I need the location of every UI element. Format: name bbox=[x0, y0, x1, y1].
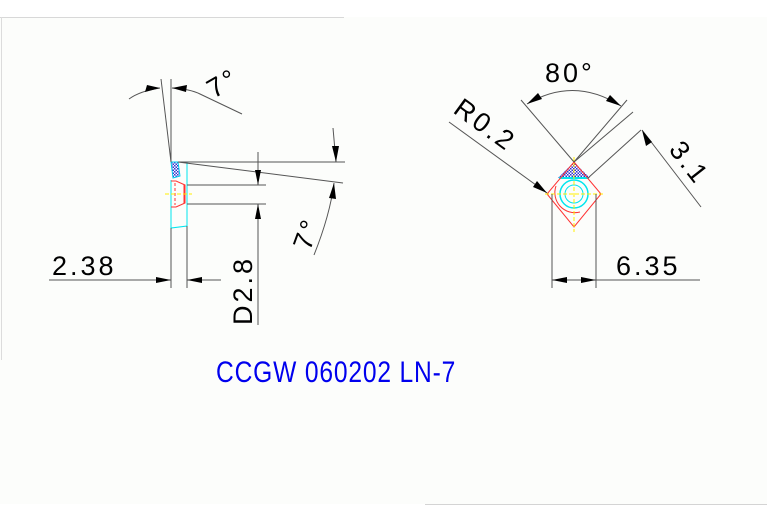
hole-diameter-dim bbox=[255, 152, 261, 325]
sheet-border-top bbox=[0, 17, 344, 18]
insert-side-profile bbox=[165, 161, 192, 229]
clearance-angle-right-label: 7° bbox=[287, 213, 326, 253]
clearance-angle-top-dim bbox=[128, 78, 243, 163]
edge-length-label: 3.1 bbox=[663, 135, 715, 190]
edge-length-dim bbox=[587, 129, 702, 208]
inscribed-circle-label: 6.35 bbox=[616, 251, 681, 281]
top-view: 80° R0.2 3.1 6.35 bbox=[448, 58, 716, 288]
sheet-border-bottom bbox=[425, 504, 767, 505]
inscribed-circle-dim bbox=[551, 194, 700, 288]
included-angle-dim bbox=[520, 90, 634, 163]
thickness-dim bbox=[49, 226, 221, 288]
side-view: 7° 7° D2.8 2.3 bbox=[49, 62, 345, 325]
hole-diameter-label: D2.8 bbox=[228, 256, 258, 325]
thickness-label: 2.38 bbox=[52, 251, 117, 281]
part-number-title: CCGW 060202 LN-7 bbox=[216, 356, 457, 389]
insert-top-profile bbox=[545, 157, 605, 232]
sheet-border-left bbox=[1, 17, 2, 360]
drawing-sheet bbox=[0, 17, 767, 504]
corner-radius-dim bbox=[448, 121, 548, 194]
included-angle-label: 80° bbox=[545, 58, 595, 88]
